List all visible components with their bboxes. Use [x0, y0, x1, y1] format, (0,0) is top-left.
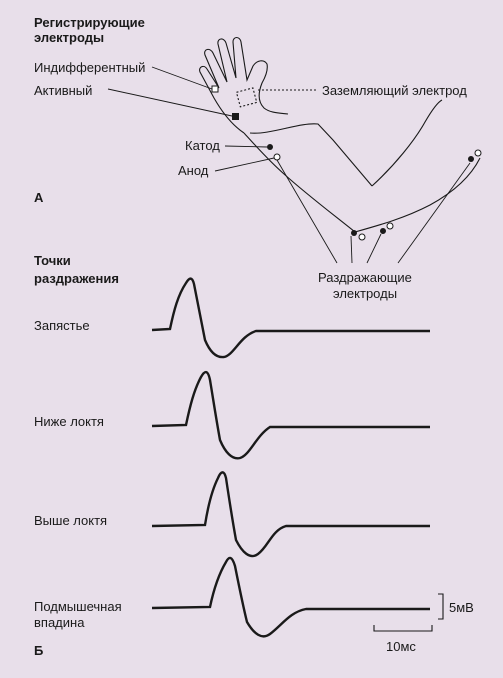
anode-electrode: [273, 153, 281, 161]
time-scale-label: 10мс: [386, 639, 416, 654]
panel-letter-b: Б: [34, 643, 43, 658]
time-scale-bar: [373, 625, 433, 632]
leader-stim-4: [397, 162, 471, 264]
leader-stim-2: [350, 235, 353, 264]
elbow-anode-2: [386, 222, 394, 230]
recording-electrodes-heading-1: Регистрирующие: [34, 15, 145, 30]
trace-label-above-elbow: Выше локтя: [34, 513, 107, 528]
leader-stim-1: [276, 159, 338, 264]
trace-label-axilla-2: впадина: [34, 615, 85, 630]
trace-below-elbow: Ниже локтя: [34, 370, 430, 460]
waveform-below-elbow: [151, 370, 430, 460]
trace-label-axilla-1: Подмышечная: [34, 599, 122, 614]
trace-label-below-elbow: Ниже локтя: [34, 414, 104, 429]
recording-electrodes-heading-2: электроды: [34, 30, 104, 45]
waveform-axilla: [151, 556, 430, 638]
panel-letter-a: А: [34, 190, 44, 205]
upper-arm-outline: [371, 99, 443, 187]
arm-illustration: [199, 36, 481, 233]
stimulating-electrodes-2: электроды: [333, 286, 397, 301]
forearm-lower-outline: [243, 132, 356, 233]
indifferent-electrode: [211, 85, 219, 93]
label-cathode: Катод: [185, 138, 220, 153]
waveform-above-elbow: [151, 471, 430, 558]
cathode-electrode: [267, 144, 273, 150]
trace-axilla: Подмышечная впадина: [34, 556, 430, 638]
label-ground: Заземляющий электрод: [322, 83, 467, 98]
label-active: Активный: [34, 83, 92, 98]
trace-above-elbow: Выше локтя: [34, 471, 430, 558]
leader-lines: [107, 66, 471, 264]
axilla-cathode: [468, 156, 474, 162]
trace-label-wrist: Запястье: [34, 318, 90, 333]
stimulation-points-heading-2: раздражения: [34, 271, 119, 286]
waveform-wrist: [151, 277, 430, 359]
hand-outline: [199, 36, 289, 134]
amplitude-scale-label: 5мВ: [449, 600, 474, 615]
active-electrode: [232, 113, 239, 120]
label-anode: Анод: [178, 163, 209, 178]
leader-active: [107, 88, 233, 117]
electrodes: [211, 85, 482, 241]
leader-stim-3: [366, 233, 382, 264]
ground-electrode: [235, 87, 258, 108]
label-indifferent: Индифферентный: [34, 60, 145, 75]
leader-anode: [214, 157, 275, 172]
forearm-outline: [249, 123, 373, 187]
leader-indifferent: [151, 66, 213, 90]
elbow-anode-1: [358, 233, 366, 241]
amplitude-scale-bar: [438, 593, 444, 620]
stimulation-points-heading-1: Точки: [34, 253, 71, 268]
scale-bars: [373, 593, 444, 632]
elbow-cathode-2: [380, 228, 386, 234]
upper-arm-lower-outline: [354, 157, 481, 233]
axilla-anode: [474, 149, 482, 157]
stimulating-electrodes-1: Раздражающие: [318, 270, 412, 285]
elbow-cathode-1: [351, 230, 357, 236]
leader-cathode: [224, 145, 268, 148]
trace-wrist: Запястье: [34, 277, 430, 359]
